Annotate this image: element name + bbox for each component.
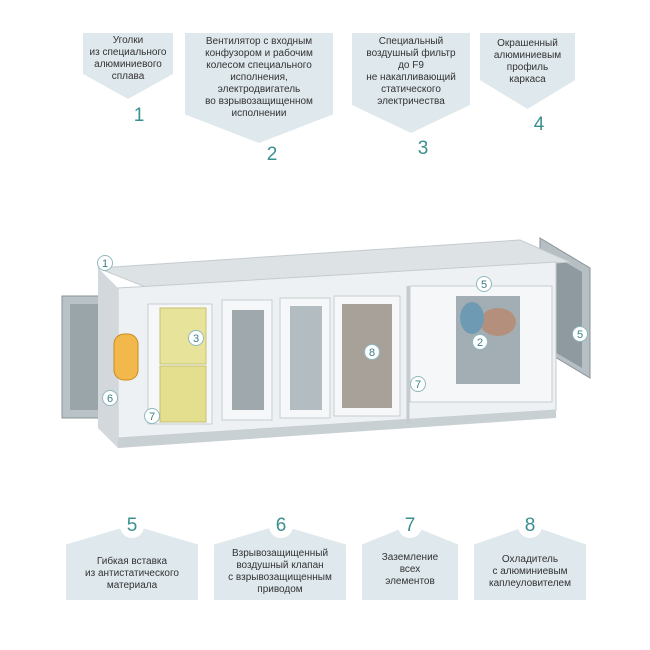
callout-text-6: Взрывозащищенный воздушный клапан с взры… xyxy=(228,547,332,595)
callout-text-4: Окрашенный алюминиевым профиль каркаса xyxy=(493,38,562,85)
marker-8: 8 xyxy=(364,344,380,360)
callout-number-5: 5 xyxy=(120,514,144,538)
marker-5: 5 xyxy=(572,326,588,342)
callout-number-7: 7 xyxy=(398,514,422,538)
callout-number-8: 8 xyxy=(518,514,542,538)
marker-7-right: 7 xyxy=(410,376,426,392)
callout-text-3: Специальный воздушный фильтр до F9 не на… xyxy=(366,36,456,107)
marker-7-left: 7 xyxy=(144,408,160,424)
unit-base xyxy=(118,410,556,448)
callout-text-7: Заземление всех элементов xyxy=(381,551,439,587)
callout-text-5: Гибкая вставка из антистатического матер… xyxy=(85,555,179,591)
marker-4: 5 xyxy=(476,276,492,292)
callout-number-1: 1 xyxy=(127,104,151,128)
callout-text-1: Уголки из специального алюминиевого спла… xyxy=(89,35,167,82)
callout-number-3: 3 xyxy=(411,137,435,161)
marker-2: 2 xyxy=(472,334,488,350)
callout-number-6: 6 xyxy=(269,514,293,538)
marker-1: 1 xyxy=(97,255,113,271)
fan-motor xyxy=(480,308,516,336)
eliminator-fins xyxy=(290,306,322,410)
callout-text-2: Вентилятор с входным конфузором и рабочи… xyxy=(205,36,313,119)
unit-top xyxy=(97,239,571,289)
callout-text-8: Охладитель с алюминиевым каплеуловителем xyxy=(488,553,571,589)
duct-left-inner xyxy=(70,304,100,410)
marker-6: 6 xyxy=(102,390,118,406)
callout-number-4: 4 xyxy=(527,113,551,137)
damper-actuator xyxy=(113,333,139,381)
callout-number-2: 2 xyxy=(260,143,284,167)
heater-coil xyxy=(232,310,264,410)
filter-lower xyxy=(159,365,207,423)
marker-3: 3 xyxy=(188,330,204,346)
fan-inlet xyxy=(460,302,484,334)
